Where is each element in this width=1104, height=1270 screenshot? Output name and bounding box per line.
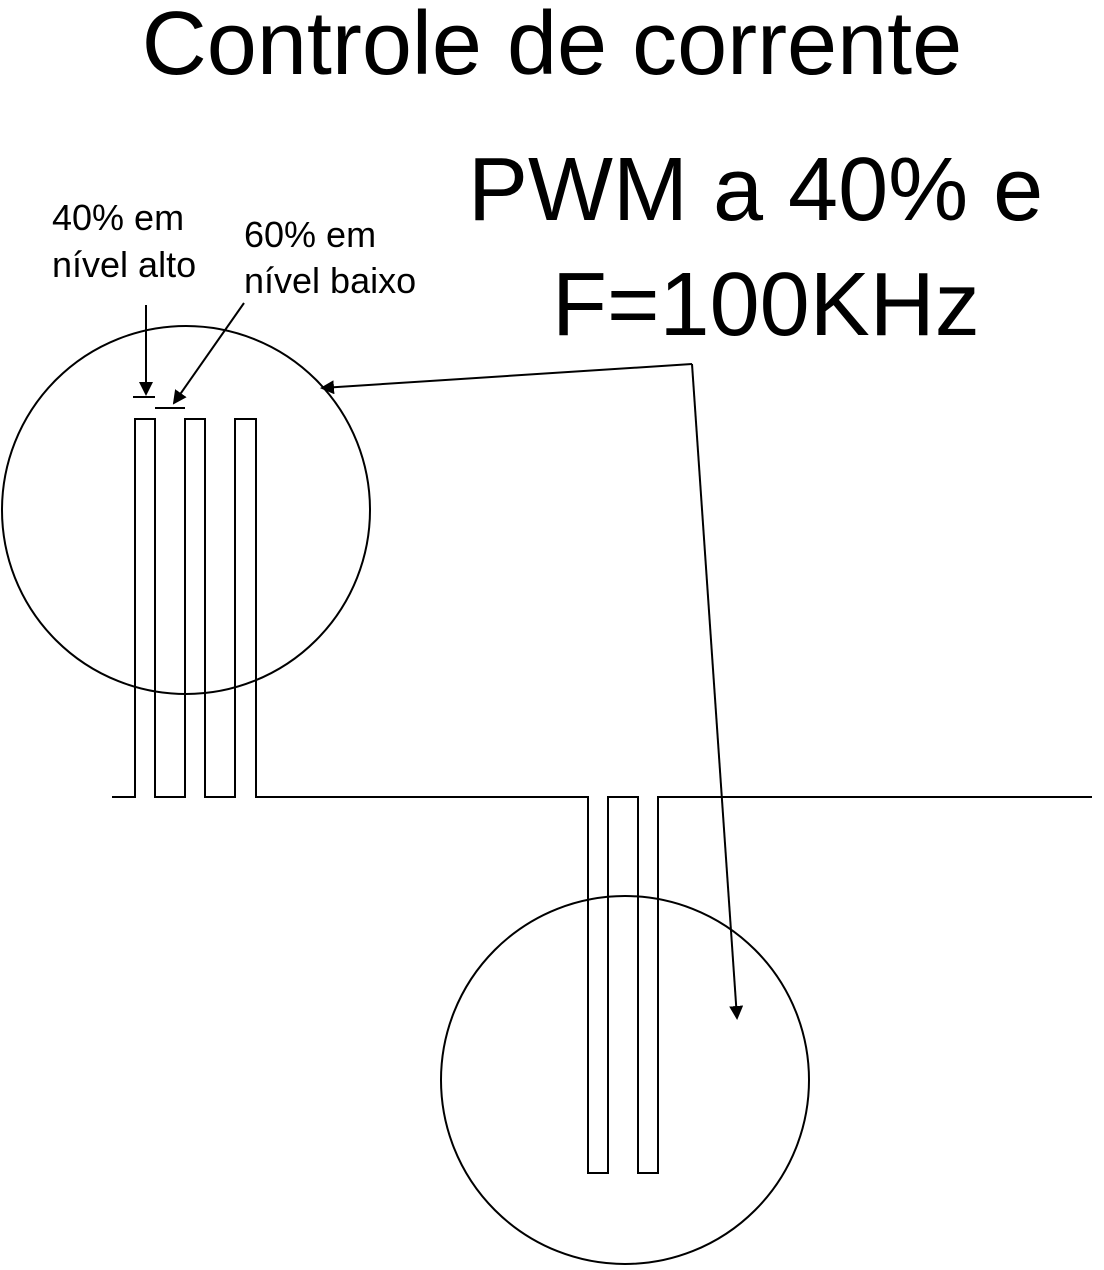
low-level-arrow xyxy=(172,302,245,405)
pwm-label-connector-down xyxy=(691,363,744,1020)
low-level-note-line-2: nível baixo xyxy=(244,260,417,301)
high-level-note-line-2: nível alto xyxy=(52,244,197,285)
low-level-note-line-1: 60% em xyxy=(244,214,377,255)
high-level-note-line-1: 40% em xyxy=(52,197,185,238)
pwm-label-connector xyxy=(320,363,693,395)
pwm-label-line-1: PWM a 40% e xyxy=(468,140,1044,240)
pwm-waveform xyxy=(112,418,1092,1174)
pwm-label-line-2: F=100KHz xyxy=(552,255,980,355)
diagram-title: Controle de corrente xyxy=(141,0,963,94)
zoom-circle-negative xyxy=(440,895,810,1265)
